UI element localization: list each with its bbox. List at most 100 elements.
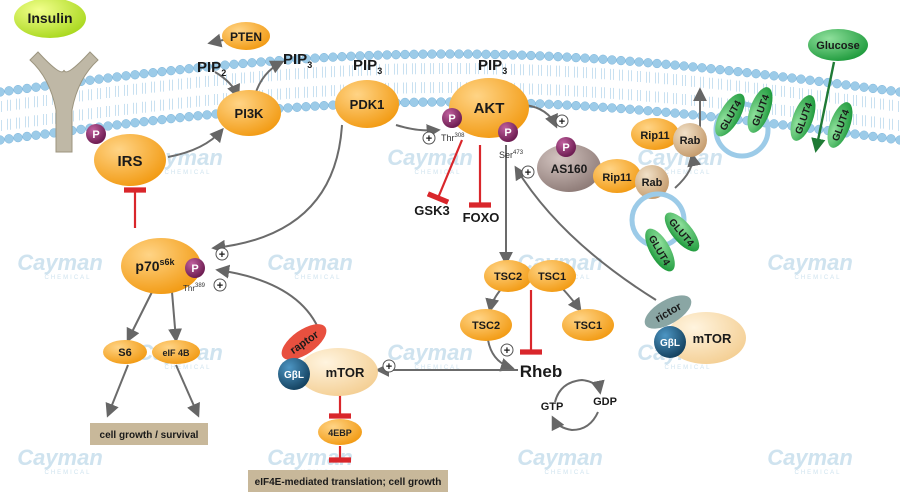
plus-sign-7-text: + [525,167,531,179]
svg-text:Cayman: Cayman [387,340,473,365]
plus-sign-5 [500,343,514,357]
pip3-label-3: PIP3 [478,57,507,76]
gsk3-label: GSK3 [414,203,449,218]
as160-node [537,144,601,192]
gbl-label-2: GβL [660,338,680,349]
plus-sign-6-text: + [386,361,392,373]
pip3-label-2: PIP3 [353,57,382,76]
gbl-node-1 [278,358,310,390]
svg-text:CHEMICAL: CHEMICAL [44,275,91,281]
svg-text:CHEMICAL: CHEMICAL [664,365,711,371]
s6-node [103,340,147,364]
tsc1-complex-node [528,260,576,292]
tsc2-complex-label: TSC2 [494,271,522,283]
rab-upper-label: Rab [680,135,701,147]
plus-sign-4 [213,278,227,292]
plus-sign-5-text: + [504,345,510,357]
svg-text:Cayman: Cayman [267,250,353,275]
s6-label: S6 [118,347,131,359]
rip11-upper [631,118,679,150]
glucose-label: Glucose [816,40,859,52]
akt-ser473-phospho [498,122,518,142]
glut4-2: GLUT4 [747,87,773,133]
svg-text:Cayman: Cayman [767,250,853,275]
irs-label: IRS [117,153,142,170]
svg-text:CHEMICAL: CHEMICAL [414,365,461,371]
insulin-label: Insulin [27,10,72,26]
4ebp-node [318,419,362,445]
pten-node [222,22,270,50]
svg-text:Cayman: Cayman [17,445,103,470]
gbl-label-1: GβL [284,370,304,381]
akt-thr308-p: P [448,113,455,125]
mtorc2-mtor-node [666,312,746,364]
svg-text:CHEMICAL: CHEMICAL [544,470,591,476]
plus-sign-2-text: + [559,116,565,128]
tsc1-label: TSC1 [574,320,602,332]
plus-sign-6 [382,359,396,373]
rab-lower-label: Rab [642,177,663,189]
connections [105,33,836,432]
rip11-lower-label: Rip11 [602,172,631,184]
svg-text:Cayman: Cayman [517,445,603,470]
glut4-4: GLUT4 [827,102,853,148]
svg-text:CHEMICAL: CHEMICAL [164,365,211,371]
translation-box [248,470,448,492]
plus-sign-3 [215,247,229,261]
glut4-group: GLUT4 GLUT4 GLUT4 GLUT4 GLUT4 GLUT4 [645,87,853,272]
svg-text:CHEMICAL: CHEMICAL [44,470,91,476]
gbl-node-2 [654,326,686,358]
akt-ser473-p: P [504,127,511,139]
thr389-label: Thr389 [183,283,206,293]
plus-sign-2 [555,114,569,128]
p70-p: P [191,263,198,275]
pi3k-label: PI3K [235,106,265,121]
rip11-upper-label: Rip11 [640,130,669,142]
tsc1-node [562,309,614,341]
rab-upper [673,123,707,157]
svg-text:CHEMICAL: CHEMICAL [164,170,211,176]
mtorc2-mtor-label: mTOR [693,331,732,346]
as160-label: AS160 [551,162,588,176]
glucose-node [808,29,868,61]
plus-sign-7 [521,165,535,179]
svg-text:CHEMICAL: CHEMICAL [414,170,461,176]
rip11-lower [593,159,641,193]
irs-phospho [86,124,106,144]
p70-thr389-phospho [185,258,205,278]
insulin-receptor [14,0,99,153]
akt-label: AKT [474,100,505,117]
pdk1-node [335,80,399,128]
svg-text:CHEMICAL: CHEMICAL [794,470,841,476]
mtorc1-mtor-node [298,348,378,396]
rab-lower [635,165,669,199]
pten-label: PTEN [230,30,262,44]
glut4-3: GLUT4 [790,95,816,141]
svg-text:CHEMICAL: CHEMICAL [294,275,341,281]
svg-text:Cayman: Cayman [767,445,853,470]
foxo-label: FOXO [463,210,500,225]
svg-text:Cayman: Cayman [387,145,473,170]
p70s6k-label: p70s6k [135,257,175,274]
tsc1-complex-label: TSC1 [538,271,566,283]
tsc2-label: TSC2 [472,320,500,332]
rheb-label: Rheb [520,362,563,381]
cell-growth-box [90,423,208,445]
eif4b-label: eIF 4B [162,348,190,358]
gtp-label: GTP [541,401,564,413]
tsc2-node [460,309,512,341]
gdp-label: GDP [593,396,617,408]
inhibitions [124,139,542,463]
translation-label: eIF4E-mediated translation; cell growth [255,477,442,488]
akt-thr308-phospho [442,108,462,128]
tsc2-complex-node [484,260,532,292]
as160-phospho [556,137,576,157]
thr308-label: Thr308 [441,133,465,143]
eif4b-node [152,340,200,364]
mtorc1-mtor-label: mTOR [326,365,365,380]
ser473-label: Ser473 [499,150,524,160]
irs-node [94,134,166,186]
pdk1-label: PDK1 [350,97,385,112]
svg-text:Cayman: Cayman [17,250,103,275]
pip2-label: PIP2 [197,59,226,78]
